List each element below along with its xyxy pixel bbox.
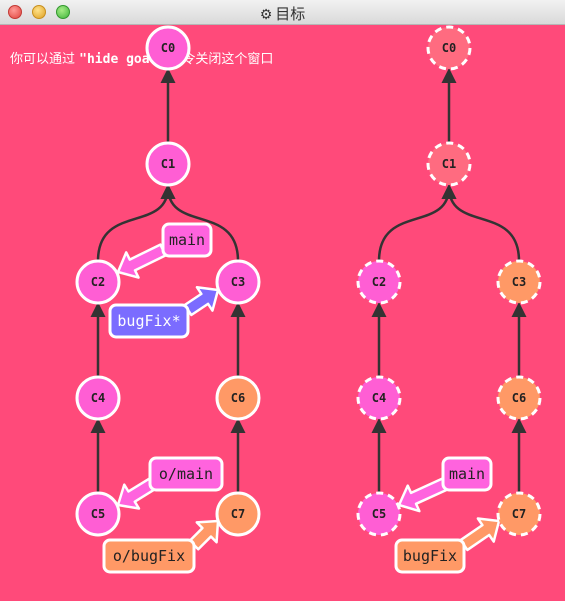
branch-arrow xyxy=(459,517,501,552)
right-commit-circle xyxy=(356,491,402,537)
left-commit-C7[interactable]: C7 xyxy=(215,491,261,537)
branch-label-text: o/bugFix xyxy=(113,547,185,565)
branch-label-box xyxy=(148,456,224,492)
right-commit-C4[interactable]: C4 xyxy=(356,375,402,421)
left-branch-bugfix[interactable]: bugFix* xyxy=(108,285,220,339)
left-commit-circle xyxy=(75,375,121,421)
branch-arrow xyxy=(397,477,449,513)
branch-label-text: main xyxy=(449,465,485,483)
left-commit-C5[interactable]: C5 xyxy=(75,491,121,537)
right-commit-C5[interactable]: C5 xyxy=(356,491,402,537)
left-commit-circle xyxy=(75,259,121,305)
branch-label-text: bugFix* xyxy=(117,312,180,330)
left-commit-C0[interactable]: C0 xyxy=(145,25,191,71)
right-commit-label: C6 xyxy=(512,391,526,405)
right-commit-C6[interactable]: C6 xyxy=(496,375,542,421)
right-commit-C0[interactable]: C0 xyxy=(426,25,472,71)
right-commit-label: C1 xyxy=(442,157,456,171)
right-commit-circle xyxy=(426,25,472,71)
left-commit-label: C5 xyxy=(91,507,105,521)
left-commit-circle xyxy=(215,259,261,305)
right-edge-C3-to-C1 xyxy=(441,184,521,262)
right-commit-circle xyxy=(356,375,402,421)
branch-label-box xyxy=(102,538,196,574)
left-commit-circle xyxy=(145,141,191,187)
left-commit-label: C2 xyxy=(91,275,105,289)
right-commit-label: C2 xyxy=(372,275,386,289)
right-commit-C1[interactable]: C1 xyxy=(426,141,472,187)
left-branch-main[interactable]: main xyxy=(116,222,213,279)
left-commit-circle xyxy=(75,491,121,537)
left-commit-circle xyxy=(215,491,261,537)
left-commit-C4[interactable]: C4 xyxy=(75,375,121,421)
branch-label-box xyxy=(394,538,466,574)
branch-label-box xyxy=(108,303,190,339)
left-commit-circle xyxy=(145,25,191,71)
right-commit-circle xyxy=(496,491,542,537)
close-button[interactable] xyxy=(8,5,22,19)
branch-arrow xyxy=(116,243,167,279)
hint-text-after: 命令关闭这个窗口 xyxy=(165,52,274,67)
right-commit-label: C5 xyxy=(372,507,386,521)
right-commit-C3[interactable]: C3 xyxy=(496,259,542,305)
left-commit-C6[interactable]: C6 xyxy=(215,375,261,421)
branch-label-box xyxy=(161,222,213,258)
left-commit-label: C4 xyxy=(91,391,105,405)
right-commit-label: C3 xyxy=(512,275,526,289)
left-edge-C3-to-C1 xyxy=(160,184,240,262)
left-commit-C1[interactable]: C1 xyxy=(145,141,191,187)
left-branch-obugfix[interactable]: o/bugFix xyxy=(102,519,220,574)
branch-label-text: bugFix xyxy=(403,547,457,565)
left-edge-C2-to-C1 xyxy=(96,184,176,262)
right-commit-C7[interactable]: C7 xyxy=(496,491,542,537)
left-commit-label: C3 xyxy=(231,275,245,289)
branch-arrow xyxy=(188,519,220,551)
hide-goal-hint: 你可以通过 "hide goal" 命令关闭这个窗口 xyxy=(10,48,273,67)
left-commit-C2[interactable]: C2 xyxy=(75,259,121,305)
left-commit-label: C6 xyxy=(231,391,245,405)
left-commit-label: C7 xyxy=(231,507,245,521)
branch-arrow xyxy=(116,477,157,510)
right-commit-circle xyxy=(426,141,472,187)
window-title-text: 目标 xyxy=(275,5,306,23)
window-titlebar: ⚙目标 xyxy=(0,0,565,25)
right-commit-label: C0 xyxy=(442,41,456,55)
right-commit-circle xyxy=(496,375,542,421)
branch-label-text: o/main xyxy=(159,465,213,483)
right-commit-circle xyxy=(356,259,402,305)
right-branch-main[interactable]: main xyxy=(397,456,493,513)
left-commit-circle xyxy=(215,375,261,421)
right-edge-C2-to-C1 xyxy=(377,184,457,262)
branch-label-text: main xyxy=(169,231,205,249)
left-commit-C3[interactable]: C3 xyxy=(215,259,261,305)
right-commit-circle xyxy=(496,259,542,305)
right-commit-label: C4 xyxy=(372,391,386,405)
left-branch-omain[interactable]: o/main xyxy=(116,456,224,510)
right-commit-C2[interactable]: C2 xyxy=(356,259,402,305)
right-commit-label: C7 xyxy=(512,507,526,521)
hint-text-before: 你可以通过 xyxy=(10,52,80,67)
left-commit-label: C1 xyxy=(161,157,175,171)
gear-icon: ⚙ xyxy=(259,7,273,23)
window-title: ⚙目标 xyxy=(0,3,565,24)
zoom-button[interactable] xyxy=(56,5,70,19)
branch-arrow xyxy=(183,285,220,317)
branch-label-box xyxy=(441,456,493,492)
left-commit-label: C0 xyxy=(161,41,175,55)
minimize-button[interactable] xyxy=(32,5,46,19)
right-branch-bugfix[interactable]: bugFix xyxy=(394,517,501,574)
